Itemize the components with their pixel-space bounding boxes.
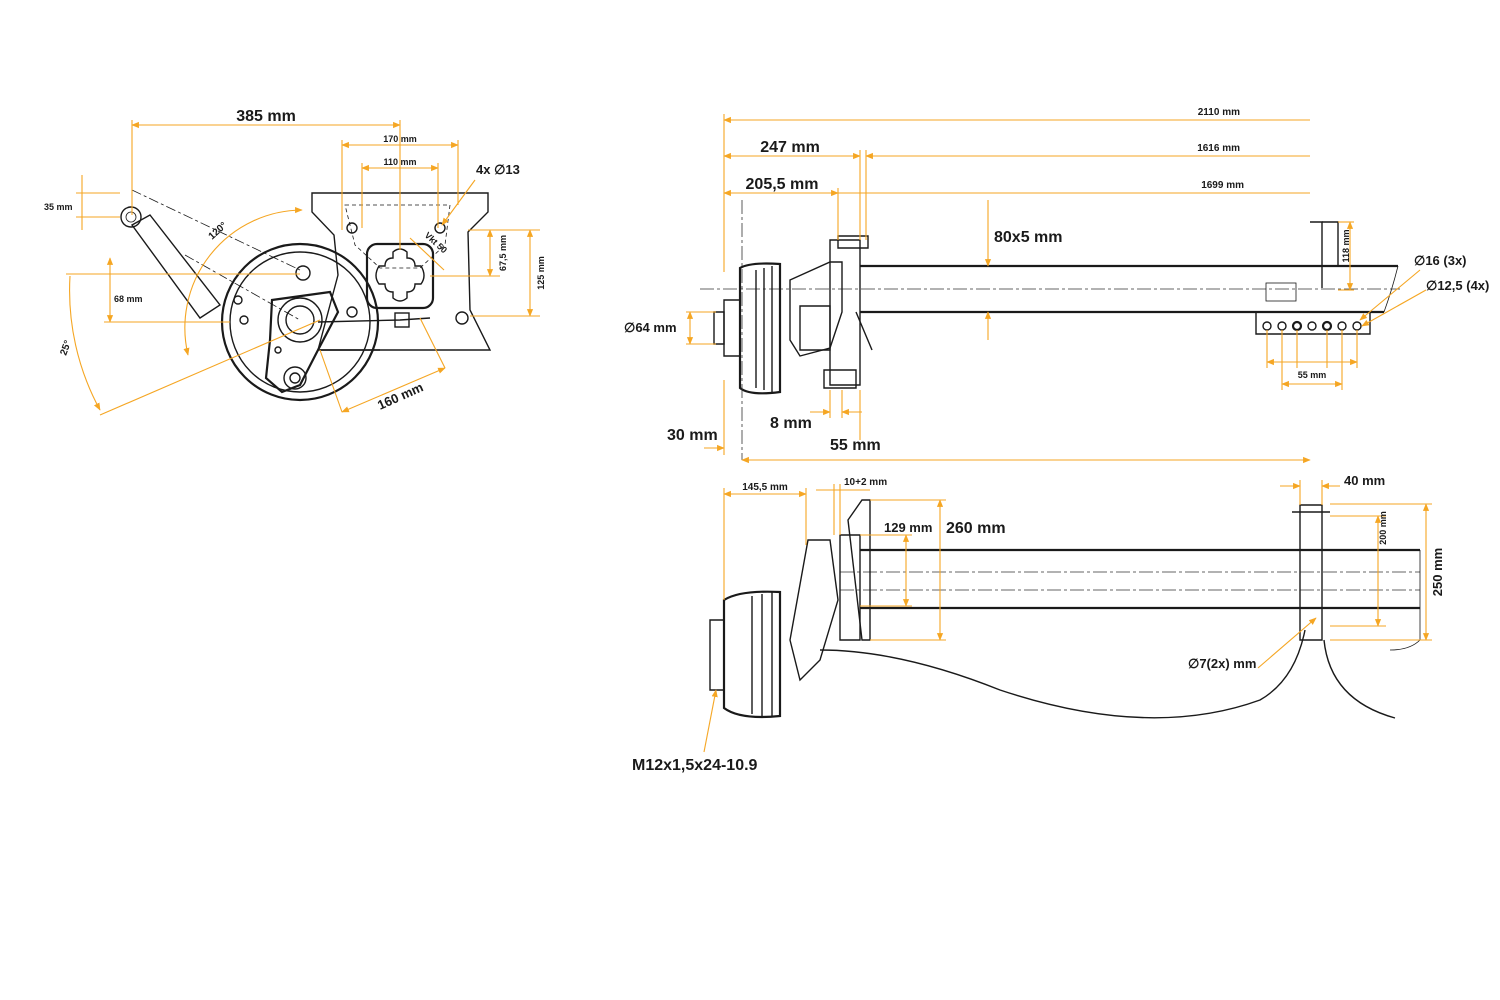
dim-10-2: 10+2 mm xyxy=(844,477,887,488)
dim-8: 8 mm xyxy=(770,415,812,432)
d7-label: ∅7(2x) mm xyxy=(1188,656,1256,671)
dim-160: 160 mm xyxy=(375,379,425,412)
dim-129: 129 mm xyxy=(884,520,932,535)
dim-110: 110 mm xyxy=(383,157,416,167)
angle-25: 25° xyxy=(58,339,74,357)
holes-label: 4x ∅13 xyxy=(476,162,520,177)
side-view-dimensions: 385 mm 170 mm 110 mm 4x ∅13 35 mm 68 mm … xyxy=(44,108,546,416)
dim-1699: 1699 mm xyxy=(1201,180,1244,191)
dim-385: 385 mm xyxy=(236,108,296,125)
dim-55: 55 mm xyxy=(830,437,881,454)
dim-30: 30 mm xyxy=(667,427,718,444)
tube-label: 80x5 mm xyxy=(994,229,1063,246)
dim-170: 170 mm xyxy=(383,134,417,144)
top-view-dimensions: 2110 mm 247 mm 1616 mm 205,5 mm 1699 mm … xyxy=(624,107,1489,464)
dim-200: 200 mm xyxy=(1378,511,1388,545)
dim-68: 68 mm xyxy=(114,294,143,304)
top-view-drawing xyxy=(700,221,1400,395)
d12-5-label: ∅12,5 (4x) xyxy=(1426,278,1489,293)
dim-260: 260 mm xyxy=(946,520,1006,537)
bracket-pitch-55: 55 mm xyxy=(1298,370,1327,380)
bottom-view-drawing xyxy=(709,499,1421,719)
dim-40: 40 mm xyxy=(1344,473,1385,488)
dim-67-5: 67,5 mm xyxy=(498,235,508,271)
dim-145-5: 145,5 mm xyxy=(742,482,788,493)
dim-35: 35 mm xyxy=(44,202,73,212)
dim-2110: 2110 mm xyxy=(1198,107,1240,118)
dim-247: 247 mm xyxy=(760,139,820,156)
bolt-label: M12x1,5x24-10.9 xyxy=(632,757,758,774)
d16-label: ∅16 (3x) xyxy=(1414,253,1467,268)
side-view-drawing xyxy=(120,189,492,402)
d64-label: ∅64 mm xyxy=(624,320,677,335)
dim-250: 250 mm xyxy=(1430,548,1445,596)
dim-1616: 1616 mm xyxy=(1197,143,1240,154)
dim-205-5: 205,5 mm xyxy=(746,176,819,193)
bottom-view-dimensions: 145,5 mm 10+2 mm 129 mm 260 mm 40 mm 200… xyxy=(632,473,1445,774)
dim-125: 125 mm xyxy=(536,256,546,290)
dim-118: 118 mm xyxy=(1341,229,1351,262)
